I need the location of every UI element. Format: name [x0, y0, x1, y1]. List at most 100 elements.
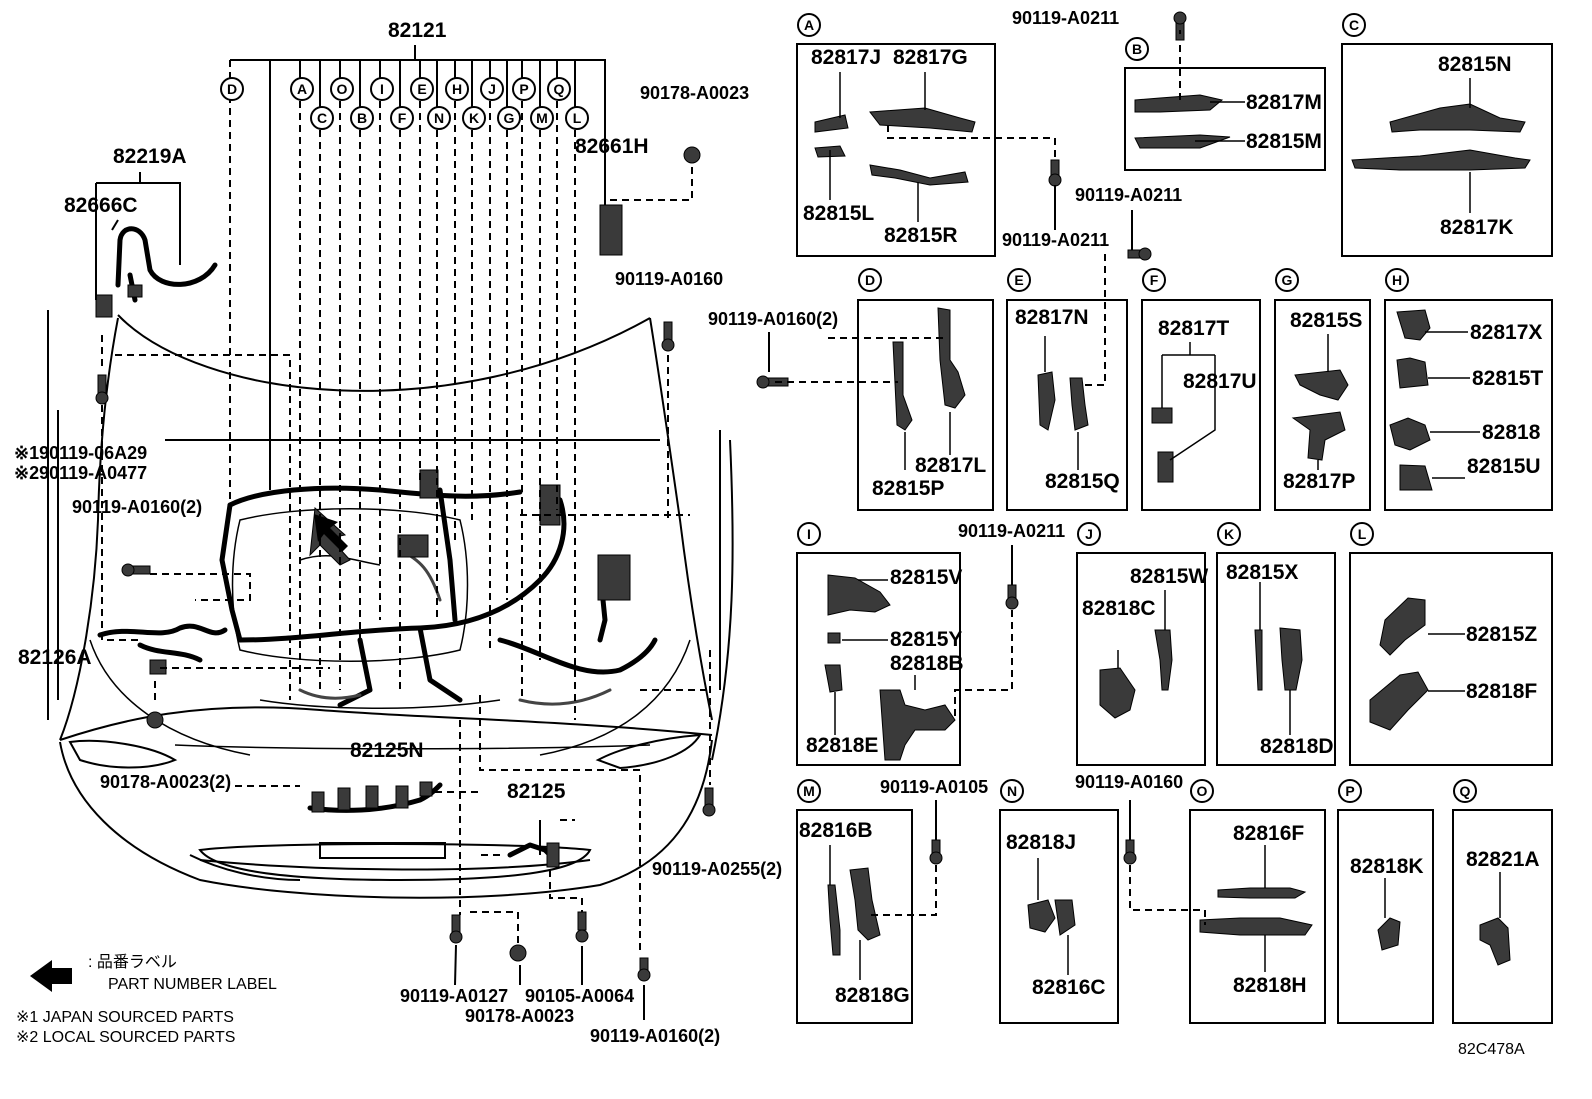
box-letter: B [1125, 37, 1149, 61]
part-label: 82818G [835, 984, 910, 1007]
box-letter: Q [1453, 779, 1477, 803]
part-label: 90119-A0160 [1075, 772, 1184, 792]
part-label: 90119-A0160 [615, 269, 724, 289]
part-label: 82818J [1006, 831, 1077, 854]
part-label: 82818E [806, 734, 879, 757]
part-label: 90119-A0211 [1012, 8, 1120, 28]
circle-letter: J [480, 77, 504, 101]
figure-id: 82C478A [1458, 1041, 1525, 1058]
part-label: 82125 [507, 780, 566, 803]
part-label: 82818F [1466, 680, 1538, 703]
box-letter: A [797, 13, 821, 37]
part-label: 82817T [1158, 317, 1230, 340]
part-label: 82821A [1466, 848, 1540, 871]
part-label: 82817U [1183, 370, 1257, 393]
box-letter: D [858, 268, 882, 292]
part-label: 82815Y [890, 628, 963, 651]
detail-leader-lines [768, 30, 1501, 980]
part-label: 90119-A0211 [1002, 230, 1110, 250]
part-label: 90119-A0211 [958, 521, 1066, 541]
part-label: 82125N [350, 739, 424, 762]
part-label: 82817L [915, 454, 987, 477]
box-letter: P [1338, 779, 1362, 803]
legend-note-2: ※2 LOCAL SOURCED PARTS [16, 1029, 236, 1046]
part-label: 90178-A0023 [465, 1006, 575, 1026]
part-label: 82815S [1290, 309, 1363, 332]
circle-letter: O [330, 77, 354, 101]
box-letter: N [1000, 779, 1024, 803]
part-label: 90119-A0160(2) [72, 497, 203, 517]
part-label: 82817J [811, 46, 882, 69]
detail-part-shapes [756, 11, 1531, 966]
legend-note-1: ※1 JAPAN SOURCED PARTS [16, 1009, 234, 1026]
part-label: 82219A [113, 145, 187, 168]
part-label: 82815N [1438, 53, 1512, 76]
part-label: 90119-A0105 [880, 777, 989, 797]
circle-letter: A [290, 77, 314, 101]
part-label: 82817K [1440, 216, 1514, 239]
leader-lines-left [95, 45, 711, 1020]
part-label: 82816B [799, 819, 873, 842]
box-letter: H [1385, 268, 1409, 292]
part-label: 90119-A0127 [400, 986, 509, 1006]
part-label: 82126A [18, 646, 92, 669]
part-label: 82815V [890, 566, 963, 589]
box-letter: I [797, 522, 821, 546]
part-label: 82815Z [1466, 623, 1538, 646]
part-label: 82815L [803, 202, 875, 225]
part-label: 82818H [1233, 974, 1307, 997]
part-label: 90119-A0160(2) [590, 1026, 721, 1046]
box-letter: M [797, 779, 821, 803]
circle-letter: L [565, 106, 589, 130]
box-letter: K [1217, 522, 1241, 546]
box-letter: E [1007, 268, 1031, 292]
circle-letter: E [410, 77, 434, 101]
part-label: 82815W [1130, 565, 1209, 588]
part-label: 82817G [893, 46, 968, 69]
part-label: 82817X [1470, 321, 1543, 344]
circle-letter: F [390, 106, 414, 130]
part-label: 82815U [1467, 455, 1541, 478]
part-label: 82666C [64, 194, 138, 217]
circle-letter: B [350, 106, 374, 130]
part-label: 82817N [1015, 306, 1089, 329]
circle-letter: H [445, 77, 469, 101]
circle-letter: I [370, 77, 394, 101]
detail-boxes [796, 43, 1553, 1024]
circle-letter: M [530, 106, 554, 130]
circle-letter: Q [547, 77, 571, 101]
part-label: 90178-A0023(2) [100, 772, 232, 792]
legend-label-en: PART NUMBER LABEL [108, 976, 277, 993]
part-label: 90119-A0160(2) [708, 309, 839, 329]
part-label: 82121 [388, 19, 447, 42]
box-letter: L [1350, 522, 1374, 546]
circle-letter: P [512, 77, 536, 101]
part-label: 82818B [890, 652, 964, 675]
circle-letter: D [220, 77, 244, 101]
box-letter: F [1142, 268, 1166, 292]
part-label: 82815R [884, 224, 958, 247]
part-label: ※190119-06A29 [14, 443, 148, 463]
part-label: 82815M [1246, 130, 1322, 153]
box-letter: J [1077, 522, 1101, 546]
part-label: 90119-A0255(2) [652, 859, 783, 879]
part-label: 90119-A0211 [1075, 185, 1183, 205]
part-label: 82817M [1246, 91, 1322, 114]
part-label: 82815Q [1045, 470, 1120, 493]
part-label: 82815T [1472, 367, 1544, 390]
part-label: 90178-A0023 [640, 83, 750, 103]
box-letter: C [1342, 13, 1366, 37]
part-label: 82818K [1350, 855, 1424, 878]
part-label: 82817P [1283, 470, 1356, 493]
part-label: 90105-A0064 [525, 986, 635, 1006]
part-label: 82661H [575, 135, 649, 158]
circle-letter: G [497, 106, 521, 130]
legend-label-jp: : 品番ラベル [88, 954, 177, 971]
part-label: 82818 [1482, 421, 1541, 444]
part-label: ※290119-A0477 [14, 463, 148, 483]
circle-letter: C [310, 106, 334, 130]
part-label: 82818D [1260, 735, 1334, 758]
circle-letter: N [427, 106, 451, 130]
part-label: 82815P [872, 477, 945, 500]
